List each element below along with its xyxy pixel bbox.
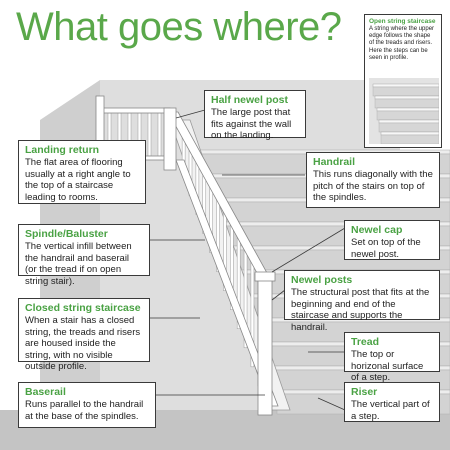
label-title: Newel posts <box>291 274 353 286</box>
label-newel-posts: Newel posts The structural post that fit… <box>284 270 440 333</box>
label-closed-string-staircase: Closed string staircase When a stair has… <box>18 298 150 372</box>
inset-riser-shape <box>380 134 439 144</box>
label-desc: The vertical part of a step. <box>351 399 430 422</box>
label-title: Newel cap <box>351 224 403 236</box>
baserail-shape <box>175 159 279 407</box>
label-title: Closed string staircase <box>25 302 141 314</box>
page-title: What goes where? <box>16 5 342 49</box>
label-desc: When a stair has a closed string, the tr… <box>25 315 141 372</box>
label-desc: Set on top of the newel post. <box>351 237 421 260</box>
inset-tread-shape <box>372 83 439 88</box>
label-desc: Runs parallel to the handrail at the bas… <box>25 399 144 422</box>
label-desc: The large post that fits against the wal… <box>211 107 292 141</box>
inset-tread-shape <box>376 107 439 112</box>
label-title: Baserail <box>25 386 66 398</box>
label-title: Half newel post <box>211 94 289 106</box>
top-newel-post <box>163 107 177 171</box>
label-title: Landing return <box>25 144 100 156</box>
label-desc: The structural post that fits at the beg… <box>291 287 430 333</box>
label-desc: The top or horizonal surface of a step. <box>351 349 424 383</box>
landing-handrail <box>99 107 171 114</box>
inset-tread-shape <box>380 131 439 136</box>
inset-tread-shape <box>378 119 439 124</box>
label-riser: Riser The vertical part of a step. <box>344 382 440 422</box>
label-tread: Tread The top or horizonal surface of a … <box>344 332 440 383</box>
landing-spindle-shape <box>147 112 152 157</box>
label-title: Riser <box>351 386 378 398</box>
inset-desc: A string where the upper edge follows th… <box>369 26 435 61</box>
open-string-illustration <box>369 78 439 144</box>
label-spindle-baluster: Spindle/Baluster The vertical infill bet… <box>18 224 150 287</box>
label-desc: The flat area of flooring usually at a r… <box>25 157 131 203</box>
label-desc: The vertical infill between the handrail… <box>25 241 132 287</box>
newel-cap-shape <box>254 271 276 282</box>
inset-riser-shape <box>376 110 439 121</box>
inset-title: Open string staircase <box>369 18 436 25</box>
inset-riser-shape <box>378 122 439 133</box>
label-title: Handrail <box>313 156 356 168</box>
open-string-inset: Open string staircase A string where the… <box>364 14 442 148</box>
label-handrail: Handrail This runs diagonally with the p… <box>306 152 440 208</box>
label-baserail: Baserail Runs parallel to the handrail a… <box>18 382 156 428</box>
label-title: Spindle/Baluster <box>25 228 108 240</box>
inset-riser-shape <box>374 98 439 109</box>
landing-spindle-shape <box>157 112 162 157</box>
label-title: Tread <box>351 336 380 348</box>
inset-riser-shape <box>372 86 439 97</box>
label-desc: This runs diagonally with the pitch of t… <box>313 169 433 203</box>
inset-tread-shape <box>374 95 439 100</box>
label-half-newel-post: Half newel post The large post that fits… <box>204 90 306 141</box>
label-newel-cap: Newel cap Set on top of the newel post. <box>344 220 440 260</box>
label-landing-return: Landing return The flat area of flooring… <box>18 140 146 204</box>
